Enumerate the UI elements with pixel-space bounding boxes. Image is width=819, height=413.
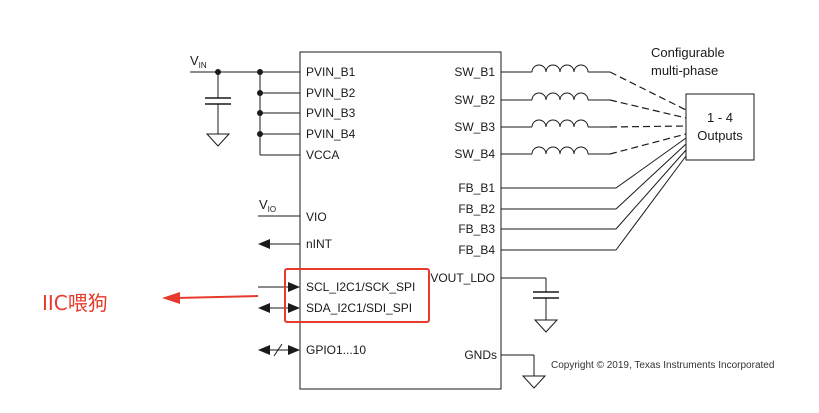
pin-sw-b1: SW_B1 <box>454 65 495 79</box>
i2c-highlight-box <box>284 268 430 323</box>
ground-symbol <box>533 319 559 333</box>
inductor-sw-b4 <box>501 146 610 155</box>
ground-symbol <box>521 375 547 389</box>
multiphase-dashed-lines <box>609 71 687 155</box>
pin-scl: SCL_I2C1/SCK_SPI <box>306 280 415 294</box>
sda-arrow-right-icon <box>288 303 300 313</box>
pin-fb-b2: FB_B2 <box>458 202 495 216</box>
pin-fb-b4: FB_B4 <box>458 243 495 257</box>
outputs-line2: Outputs <box>697 128 743 143</box>
gnds-wire <box>501 354 535 376</box>
copyright-text: Copyright © 2019, Texas Instruments Inco… <box>551 360 774 371</box>
inductor-sw-b2 <box>501 92 610 101</box>
pvin-junction <box>257 110 263 116</box>
pin-pvin-b2: PVIN_B2 <box>306 86 356 100</box>
pin-gpio: GPIO1...10 <box>306 343 366 357</box>
nint-arrow-icon <box>258 239 270 249</box>
gpio-arrow-right-icon <box>288 345 300 355</box>
gpio-arrow-left-icon <box>258 345 270 355</box>
bus-slash-icon <box>273 343 283 357</box>
pin-gnds: GNDs <box>464 348 497 362</box>
feedback-lines <box>501 137 687 251</box>
pvin-junction <box>257 131 263 137</box>
pin-sw-b4: SW_B4 <box>454 147 495 161</box>
vio-label: VIO <box>259 197 276 214</box>
inductor-sw-b3 <box>501 119 610 128</box>
pin-sda: SDA_I2C1/SDI_SPI <box>306 301 412 315</box>
pin-vcca: VCCA <box>306 148 339 162</box>
scl-arrow-icon <box>288 282 300 292</box>
pin-pvin-b4: PVIN_B4 <box>306 127 356 141</box>
ldo-capacitor <box>501 277 559 320</box>
pin-pvin-b3: PVIN_B3 <box>306 106 356 120</box>
annotation-label: IIC喂狗 <box>42 291 108 315</box>
ic-block <box>299 51 502 390</box>
note-line1: Configurable <box>651 45 725 60</box>
ground-symbol <box>205 133 231 147</box>
input-capacitor <box>205 72 231 134</box>
outputs-box <box>685 93 755 161</box>
annotation-arrow-line <box>175 295 259 299</box>
pin-sw-b3: SW_B3 <box>454 120 495 134</box>
sda-arrow-left-icon <box>258 303 270 313</box>
pin-vio: VIO <box>306 210 327 224</box>
pin-nint: nINT <box>306 237 333 251</box>
pvin-bus <box>259 72 300 156</box>
pvin-junction <box>257 90 263 96</box>
note-line2: multi-phase <box>651 63 718 78</box>
inductor-sw-b1 <box>501 64 610 73</box>
pin-fb-b3: FB_B3 <box>458 222 495 236</box>
pin-sw-b2: SW_B2 <box>454 93 495 107</box>
annotation-arrow-icon <box>162 292 180 304</box>
outputs-line1: 1 - 4 <box>707 110 733 125</box>
vin-label: VIN <box>190 53 207 70</box>
pin-pvin-b1: PVIN_B1 <box>306 65 356 79</box>
pin-vout-ldo: VOUT_LDO <box>430 271 495 285</box>
pin-fb-b1: FB_B1 <box>458 181 495 195</box>
